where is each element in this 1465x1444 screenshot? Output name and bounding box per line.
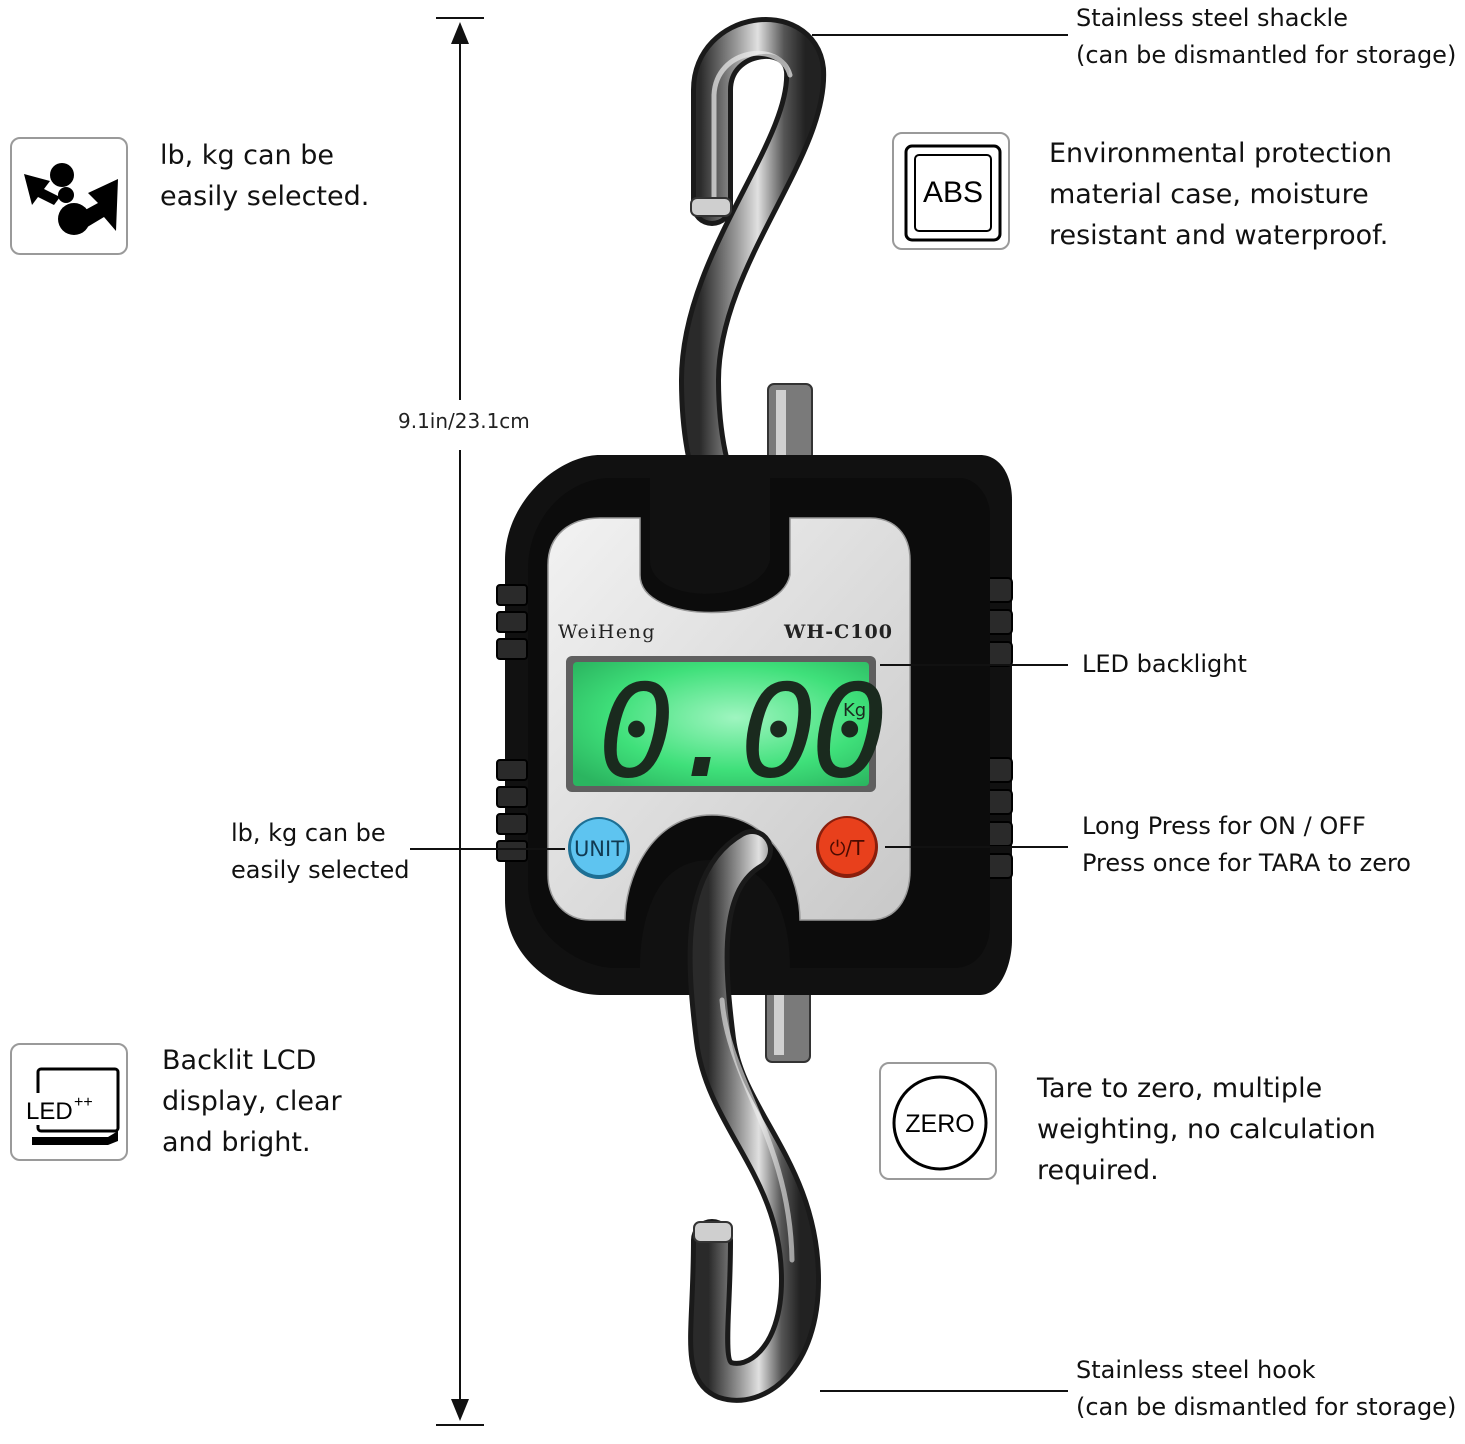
- zero-icon: ZERO: [879, 1062, 997, 1180]
- brand-label: WeiHeng: [558, 621, 656, 643]
- units-feature-text: lb, kg can be easily selected.: [160, 135, 369, 217]
- svg-text:⏻/T: ⏻/T: [830, 836, 866, 860]
- zero-feature-line3: required.: [1037, 1155, 1159, 1186]
- hook-callout: Stainless steel hook (can be dismantled …: [1076, 1352, 1456, 1426]
- dimension-label: 9.1in/23.1cm: [398, 405, 530, 437]
- abs-feature-line2: material case, moisture: [1049, 179, 1369, 210]
- lcd-unit: Kg: [843, 700, 866, 721]
- lcd-reading: 0.00: [598, 658, 882, 807]
- led-feature-line1: Backlit LCD: [162, 1045, 317, 1076]
- power-callout-line2: Press once for TARA to zero: [1082, 849, 1411, 877]
- led-feature-line2: display, clear: [162, 1086, 342, 1117]
- zero-feature-line1: Tare to zero, multiple: [1037, 1073, 1323, 1104]
- shackle-callout-line: [812, 34, 1068, 36]
- unit-callout-line1: lb, kg can be: [231, 819, 386, 847]
- lcd-screen: [573, 662, 869, 786]
- led-feature-text: Backlit LCD display, clear and bright.: [162, 1040, 342, 1163]
- unit-button[interactable]: UNIT: [568, 817, 630, 879]
- abs-feature-text: Environmental protection material case, …: [1049, 133, 1392, 256]
- power-tare-button[interactable]: ⏻/T: [816, 816, 878, 878]
- units-feature-line2: easily selected.: [160, 181, 370, 212]
- shackle-callout: Stainless steel shackle (can be dismantl…: [1076, 0, 1456, 74]
- units-swap-icon: [10, 137, 128, 255]
- units-feature-line1: lb, kg can be: [160, 140, 334, 171]
- unit-callout-line2: easily selected: [231, 856, 410, 884]
- backlight-callout-line: [880, 664, 1068, 666]
- hook-callout-note: (can be dismantled for storage): [1076, 1393, 1457, 1421]
- bottom-hook: [687, 829, 822, 1403]
- power-callout: Long Press for ON / OFF Press once for T…: [1082, 808, 1411, 882]
- abs-feature-line3: resistant and waterproof.: [1049, 220, 1389, 251]
- led-feature-line3: and bright.: [162, 1127, 311, 1158]
- svg-text:++: ++: [74, 1094, 93, 1111]
- zero-feature-line2: weighting, no calculation: [1037, 1114, 1376, 1145]
- shackle-callout-note: (can be dismantled for storage): [1076, 41, 1457, 69]
- unit-callout: lb, kg can be easily selected: [231, 815, 409, 889]
- hook-callout-line: [820, 1390, 1068, 1392]
- unit-callout-line: [410, 848, 565, 850]
- shackle-callout-title: Stainless steel shackle: [1076, 4, 1348, 32]
- svg-text:LED: LED: [26, 1098, 73, 1125]
- model-label: WH-C100: [783, 621, 893, 643]
- led-icon: LED ++: [10, 1043, 128, 1161]
- power-callout-line: [885, 846, 1068, 848]
- svg-text:ZERO: ZERO: [905, 1110, 974, 1138]
- backlight-callout: LED backlight: [1082, 650, 1247, 678]
- power-callout-line1: Long Press for ON / OFF: [1082, 812, 1366, 840]
- abs-icon: ABS: [892, 132, 1010, 250]
- svg-text:UNIT: UNIT: [574, 837, 624, 861]
- hook-callout-title: Stainless steel hook: [1076, 1356, 1316, 1384]
- svg-text:ABS: ABS: [923, 176, 983, 209]
- zero-feature-text: Tare to zero, multiple weighting, no cal…: [1037, 1068, 1376, 1191]
- abs-feature-line1: Environmental protection: [1049, 138, 1392, 169]
